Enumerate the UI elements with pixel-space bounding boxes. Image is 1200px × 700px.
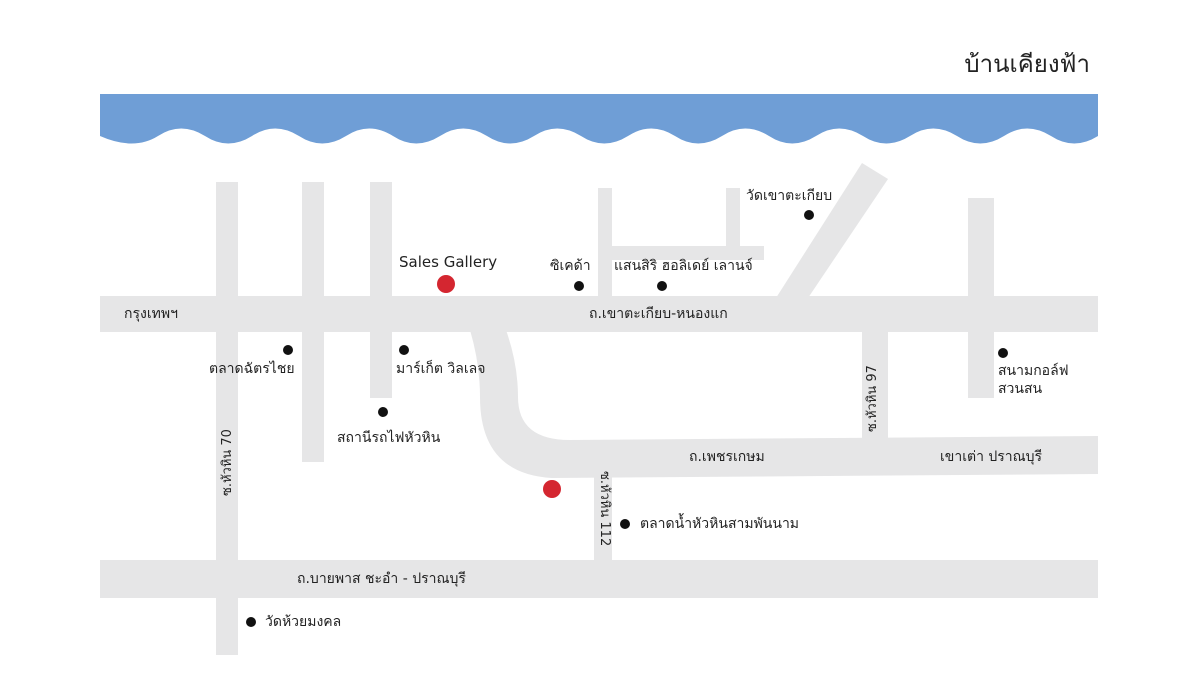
sales-gallery-label: Sales Gallery (399, 253, 498, 271)
wat-huai-mongkol-dot (246, 617, 256, 627)
bangkok-label: กรุงเทพฯ (124, 306, 178, 322)
saensiri-dot (657, 281, 667, 291)
cicada-label: ซิเคด้า (550, 258, 591, 274)
golf-label-2: สวนสน (998, 381, 1043, 397)
soi112-label: ซ.หัวหิน 112 (597, 471, 612, 547)
soi97-label: ซ.หัวหิน 97 (865, 365, 880, 432)
road-vertical-4 (598, 188, 612, 298)
wat-khao-takiab-label: วัดเขาตะเกียบ (746, 188, 833, 204)
phetkasem-road-label: ถ.เพชรเกษม (689, 449, 765, 465)
road-network (100, 163, 1098, 655)
station-dot (378, 407, 388, 417)
golf-dot (998, 348, 1008, 358)
road-bypass (100, 560, 1098, 598)
golf-label-1: สนามกอล์ฟ (998, 363, 1069, 379)
station-label: สถานีรถไฟหัวหิน (337, 430, 441, 446)
chatchai-label: ตลาดฉัตรไชย (209, 361, 295, 377)
sales-gallery-marker[interactable] (437, 275, 455, 293)
road-saensiri (612, 246, 764, 260)
saensiri-label: แสนสิริ ฮอลิเดย์ เลานจ์ (614, 258, 753, 274)
road-soi112 (594, 470, 612, 560)
road-vertical-2 (302, 182, 324, 462)
main-north-road-label: ถ.เขาตะเกียบ-หนองแก (589, 306, 728, 322)
road-phetkasem (470, 330, 1098, 478)
floating-market-label: ตลาดน้ำหัวหินสามพันนาม (640, 516, 800, 532)
chatchai-dot (283, 345, 293, 355)
markers (246, 210, 1008, 627)
road-soi70 (216, 182, 238, 655)
cicada-dot (574, 281, 584, 291)
road-golf (968, 198, 994, 398)
market-village-dot (399, 345, 409, 355)
wat-khao-takiab-dot (804, 210, 814, 220)
market-village-label: มาร์เก็ต วิลเลจ (396, 361, 486, 377)
road-vertical-5 (726, 188, 740, 254)
road-main-north (100, 296, 1098, 332)
soi70-label: ซ.หัวหิน 70 (220, 429, 235, 496)
wat-huai-mongkol-label: วัดห้วยมงคล (265, 614, 342, 630)
page-title: บ้านเคียงฟ้า (964, 50, 1090, 78)
sea (100, 94, 1098, 144)
khao-tao-label: เขาเต่า ปราณบุรี (940, 449, 1043, 465)
project-marker[interactable] (543, 480, 561, 498)
road-vertical-3 (370, 182, 392, 398)
road-diagonal (776, 163, 888, 298)
floating-market-dot (620, 519, 630, 529)
bypass-road-label: ถ.บายพาส ชะอำ - ปราณบุรี (297, 571, 466, 587)
road-soi97 (862, 330, 888, 438)
